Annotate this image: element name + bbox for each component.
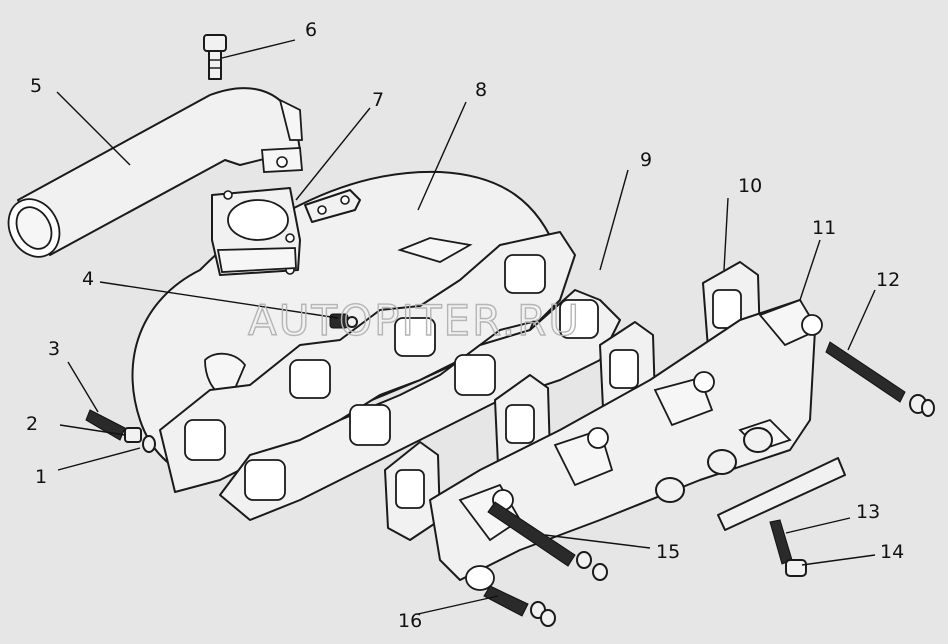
callout-5: 5 xyxy=(30,75,42,97)
intake-gasket-lower xyxy=(219,289,621,521)
exhaust-gasket-1 xyxy=(384,441,441,541)
callout-6: 6 xyxy=(305,19,317,41)
intake-gasket xyxy=(159,231,576,493)
callout-10: 10 xyxy=(738,175,762,197)
sensor-plug xyxy=(203,34,227,80)
mounting-tab xyxy=(304,189,361,223)
stud-15 xyxy=(487,501,608,581)
leader-lines xyxy=(56,39,876,615)
outlet-tubes xyxy=(655,427,773,503)
callout-2: 2 xyxy=(26,413,38,435)
callout-4: 4 xyxy=(82,268,94,290)
callout-11: 11 xyxy=(812,217,836,239)
callout-13: 13 xyxy=(856,501,880,523)
manifold-flange xyxy=(211,187,301,276)
stud-16 xyxy=(483,585,556,627)
callout-8: 8 xyxy=(475,79,487,101)
callout-15: 15 xyxy=(656,541,680,563)
stud-12 xyxy=(825,341,935,417)
callout-16: 16 xyxy=(398,610,422,632)
callout-14: 14 xyxy=(880,541,904,563)
callout-labels: 1 2 3 4 5 6 7 8 9 10 11 12 13 14 15 16 xyxy=(26,19,904,632)
stud-13 xyxy=(769,519,793,565)
stud-3 xyxy=(85,409,126,441)
nut-14 xyxy=(785,559,807,577)
callout-12: 12 xyxy=(876,269,900,291)
callout-7: 7 xyxy=(372,89,384,111)
washer-2 xyxy=(124,427,142,443)
watermark-text: AUTOPITER.RU xyxy=(248,296,581,345)
mounting-strap xyxy=(717,457,846,531)
callout-1: 1 xyxy=(35,466,47,488)
intake-pipe xyxy=(7,87,303,258)
callout-3: 3 xyxy=(48,338,60,360)
callout-9: 9 xyxy=(640,149,652,171)
nut-1 xyxy=(142,435,156,453)
